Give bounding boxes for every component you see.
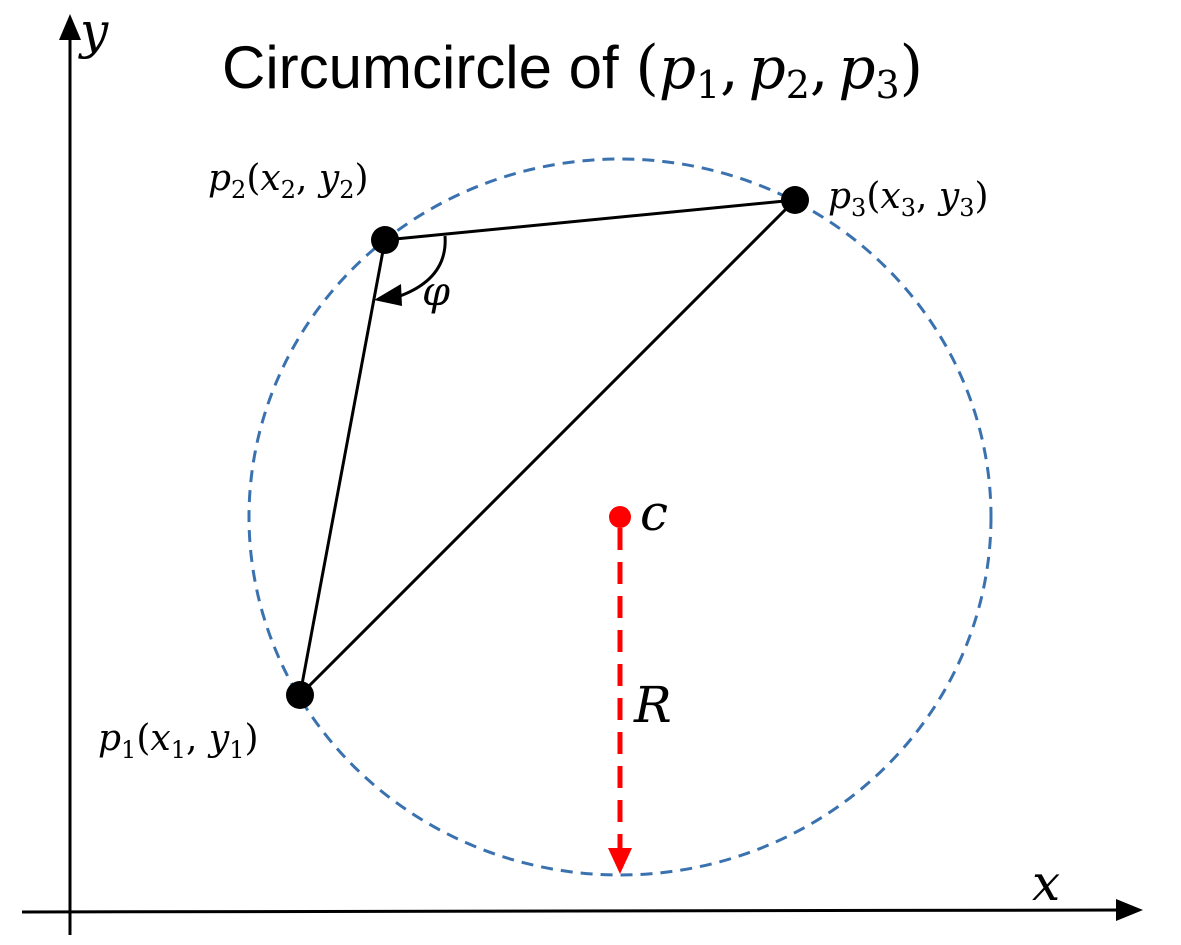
radius-label: R [633,676,672,734]
center-label: c [640,484,668,542]
diagram-title: Circumcircle of (p1,p2,p3) [222,33,923,107]
x-axis-arrowhead [1116,899,1143,921]
angle-phi-label: φ [422,269,450,315]
radius-arrowhead [608,848,632,874]
angle-phi-arc [399,235,447,298]
label-p1: p1(x1, y1) [98,718,259,764]
x-axis-label: x [1032,854,1060,912]
edge-p2-p3 [384,198,796,242]
label-p3: p3(x3, y3) [828,176,989,222]
edge-p1-p3 [298,198,797,697]
y-axis-label: y [78,2,109,60]
title-prefix: Circumcircle of [222,34,635,101]
circumcircle [247,157,993,877]
point-p1 [286,681,314,709]
angle-phi-arrowhead [374,284,402,306]
y-axis-arrowhead [59,14,81,40]
point-p3 [781,186,809,214]
point-p2 [371,226,399,254]
label-p2: p2(x2, y2) [208,158,369,204]
x-axis [21,908,1126,914]
edge-p1-p2 [298,239,387,696]
center-point [609,506,631,528]
